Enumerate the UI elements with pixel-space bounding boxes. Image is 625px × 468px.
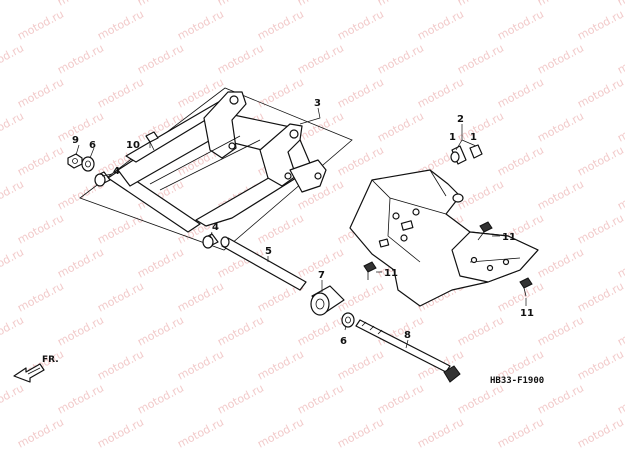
- washer-6-right: [341, 312, 355, 328]
- callout-2: 2: [457, 114, 464, 125]
- bolt-11-low: [519, 277, 533, 297]
- watermark-text: motod.ru: [615, 0, 625, 9]
- nut-9: [67, 153, 83, 169]
- assembly-outline: [79, 87, 353, 251]
- front-direction-arrow: FR.: [13, 355, 59, 383]
- callout-6-right: 6: [340, 336, 347, 347]
- callout-10: 10: [126, 140, 140, 151]
- collar-1-right: [469, 144, 483, 159]
- callout-8: 8: [404, 330, 411, 341]
- callout-4-left: 4: [113, 166, 120, 177]
- pivot-sleeve-5: [220, 236, 307, 291]
- callout-11-mid: 11: [384, 268, 398, 279]
- washer-6-left: [81, 156, 95, 172]
- callout-1-left: 1: [449, 132, 456, 143]
- bushing-7: [310, 285, 345, 316]
- bolt-11-top: [477, 221, 493, 241]
- callout-3: 3: [314, 98, 321, 109]
- direction-label: FR.: [42, 355, 59, 365]
- callout-1-right: 1: [470, 132, 477, 143]
- callout-11-low: 11: [520, 308, 534, 319]
- frame-skid-plate: [349, 169, 539, 307]
- callout-4-right: 4: [212, 222, 219, 233]
- bushing-4-right: [202, 233, 219, 249]
- pivot-bolt-8: [355, 319, 461, 383]
- bolt-10: [145, 131, 159, 151]
- callout-11-top: 11: [502, 232, 516, 243]
- diagram-code: HB33-F1900: [490, 376, 544, 386]
- swingarm: [107, 91, 327, 233]
- leader-lines: [75, 107, 527, 349]
- callout-5: 5: [265, 246, 272, 257]
- bolt-11-mid: [363, 261, 377, 280]
- callout-6-left: 6: [89, 140, 96, 151]
- bushing-4-left: [94, 171, 111, 187]
- callout-9: 9: [72, 135, 79, 146]
- collar-1-left: [450, 145, 467, 165]
- callout-7: 7: [318, 270, 325, 281]
